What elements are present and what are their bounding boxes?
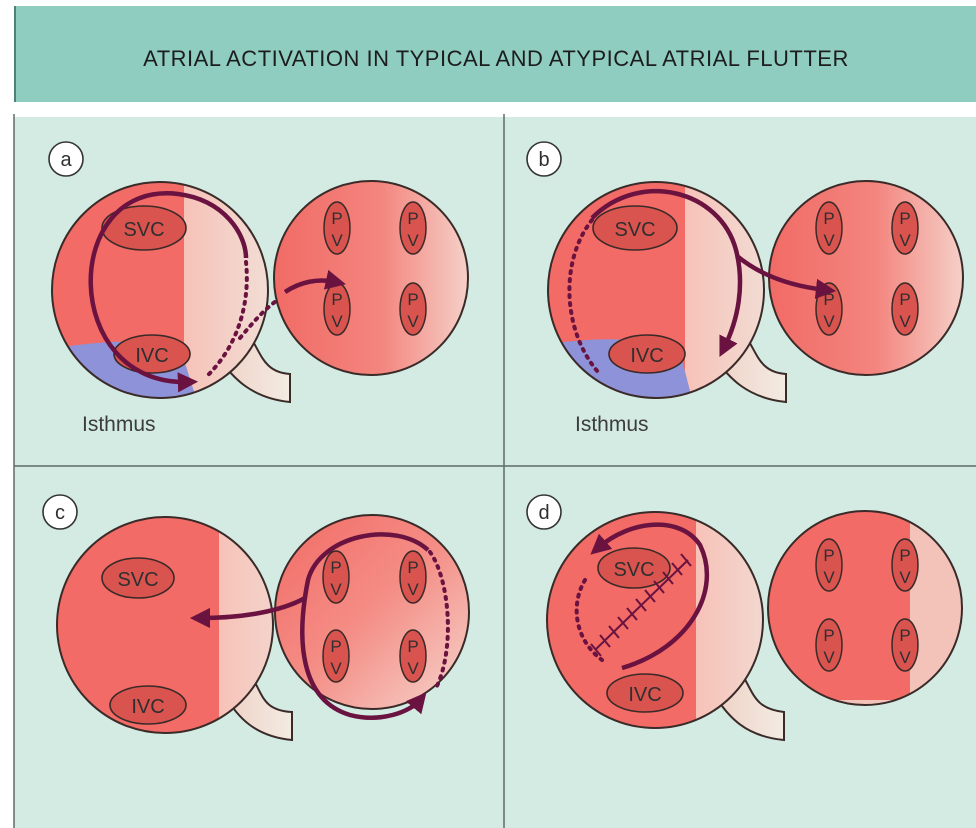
panel-a-isthmus-label: Isthmus: [82, 413, 156, 436]
panel-a-label-badge: a: [49, 142, 83, 176]
svg-text:P: P: [899, 209, 910, 228]
panel-d-pv-upper-right: P V: [892, 539, 918, 591]
panel-a-pv-lower-right: P V: [400, 283, 426, 335]
svg-text:V: V: [407, 312, 419, 331]
panel-a-pv-upper-left: P V: [324, 202, 350, 254]
panel-b-svc: SVC: [593, 206, 677, 250]
panel-b-ivc: IVC: [609, 335, 685, 373]
panel-b-pv-upper-left: P V: [816, 202, 842, 254]
svg-text:IVC: IVC: [628, 684, 661, 706]
panel-b-pv-lower-right: P V: [892, 283, 918, 335]
svg-text:P: P: [407, 209, 418, 228]
svg-text:V: V: [823, 568, 835, 587]
svg-text:IVC: IVC: [135, 345, 168, 367]
svg-text:V: V: [330, 659, 342, 678]
panel-c-ivc: IVC: [110, 686, 186, 724]
svg-text:V: V: [899, 312, 911, 331]
svg-text:P: P: [407, 290, 418, 309]
svg-text:P: P: [331, 209, 342, 228]
panel-b-label-badge: b: [527, 142, 561, 176]
svg-text:P: P: [330, 637, 341, 656]
panel-a-ivc: IVC: [114, 335, 190, 373]
panel-b-isthmus-label: Isthmus: [575, 413, 649, 436]
svg-text:P: P: [330, 558, 341, 577]
svg-text:P: P: [823, 626, 834, 645]
panel-a-pv-upper-right: P V: [400, 202, 426, 254]
svg-text:V: V: [407, 659, 419, 678]
svg-text:V: V: [899, 231, 911, 250]
panel-b-letter: b: [538, 149, 549, 171]
panel-a-left-atrium: P V P V P V P V: [274, 181, 468, 375]
panel-d-pv-lower-left: P V: [816, 619, 842, 671]
svg-text:V: V: [407, 580, 419, 599]
svg-text:V: V: [407, 231, 419, 250]
svg-text:P: P: [899, 546, 910, 565]
panel-c-pv-lower-right: P V: [400, 630, 426, 682]
panel-a-letter: a: [60, 149, 72, 171]
svg-text:P: P: [823, 209, 834, 228]
svg-text:IVC: IVC: [131, 696, 164, 718]
svg-text:P: P: [899, 626, 910, 645]
panel-b-left-atrium: P V P V P V P V: [769, 181, 963, 375]
panel-c-label-badge: c: [43, 495, 77, 529]
svg-text:V: V: [823, 648, 835, 667]
panel-d-letter: d: [538, 502, 549, 524]
panel-d-ivc: IVC: [607, 674, 683, 712]
svg-text:V: V: [899, 648, 911, 667]
panel-c-pv-lower-left: P V: [323, 630, 349, 682]
panel-b-pv-upper-right: P V: [892, 202, 918, 254]
panel-c-pv-upper-left: P V: [323, 551, 349, 603]
svg-text:SVC: SVC: [123, 219, 164, 241]
svg-text:P: P: [407, 558, 418, 577]
svg-text:SVC: SVC: [614, 219, 655, 241]
panel-d-svc: SVC: [598, 548, 670, 588]
svg-text:V: V: [331, 231, 343, 250]
svg-text:P: P: [899, 290, 910, 309]
svg-text:P: P: [407, 637, 418, 656]
panel-c-pv-upper-right: P V: [400, 551, 426, 603]
svg-text:P: P: [823, 546, 834, 565]
svg-text:V: V: [823, 231, 835, 250]
panel-d-pv-lower-right: P V: [892, 619, 918, 671]
panel-a-pv-lower-left: P V: [324, 283, 350, 335]
svg-text:V: V: [330, 580, 342, 599]
svg-text:V: V: [899, 568, 911, 587]
svg-text:V: V: [331, 312, 343, 331]
panel-d-label-badge: d: [527, 495, 561, 529]
svg-text:P: P: [331, 290, 342, 309]
panel-c-svc: SVC: [102, 558, 174, 598]
svg-text:SVC: SVC: [613, 559, 654, 581]
panel-c-letter: c: [55, 502, 65, 524]
svg-text:SVC: SVC: [117, 569, 158, 591]
panel-d-pv-upper-left: P V: [816, 539, 842, 591]
svg-text:IVC: IVC: [630, 345, 663, 367]
svg-text:P: P: [823, 290, 834, 309]
svg-text:V: V: [823, 312, 835, 331]
